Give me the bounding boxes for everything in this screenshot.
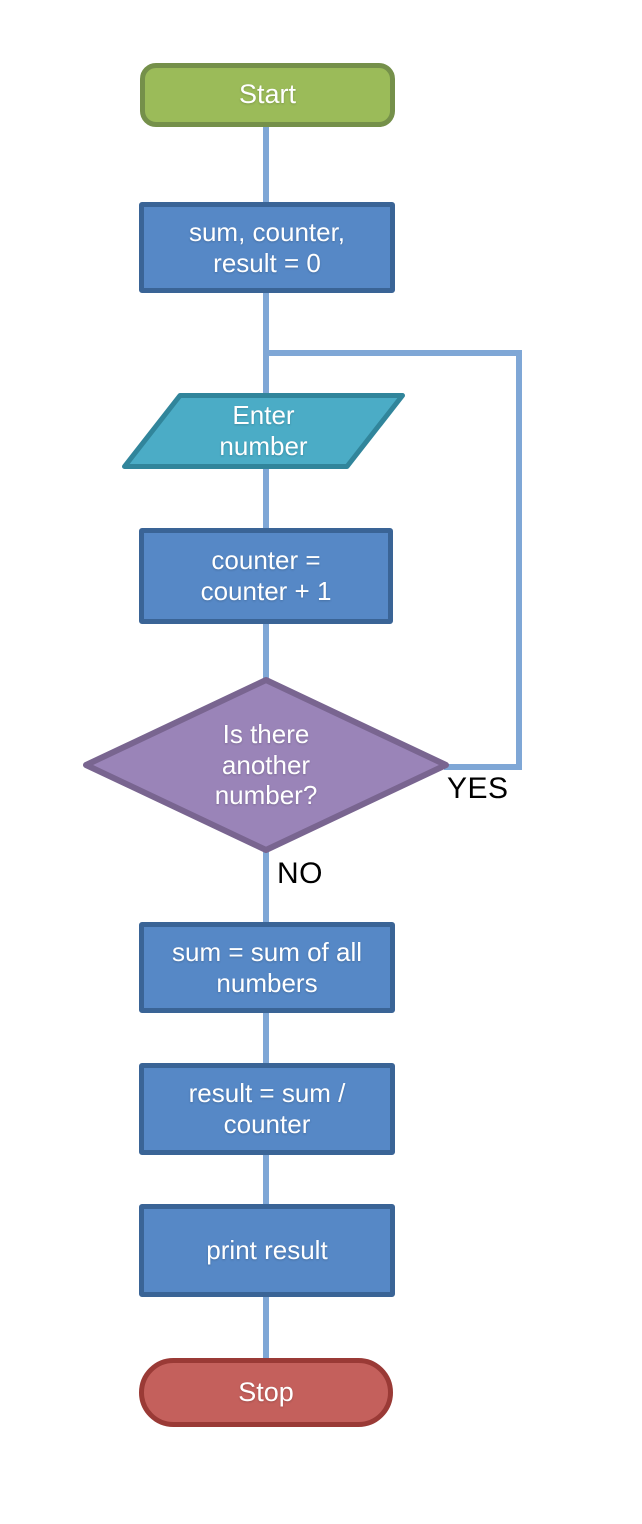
edge-loop-vertical: [516, 350, 522, 770]
node-stop-terminator: Stop: [139, 1358, 393, 1427]
node-enter-number-label: Enter number: [219, 400, 308, 461]
edge-increment-to-decision: [263, 618, 269, 683]
edge-enter-to-increment: [263, 462, 269, 532]
node-sum-all-process: sum = sum of all numbers: [139, 922, 395, 1013]
edge-print-to-stop: [263, 1292, 269, 1362]
edge-label-no: NO: [277, 857, 323, 890]
node-enter-number-parallelogram: Enter number: [122, 393, 405, 469]
edge-loop-horizontal-top: [263, 350, 522, 356]
node-decision-diamond: Is there another number?: [82, 676, 450, 854]
edge-sum-to-result: [263, 1008, 269, 1068]
parallelogram-shape: [122, 393, 405, 469]
edge-start-to-init: [263, 100, 269, 210]
node-print-result-process: print result: [139, 1204, 395, 1297]
edge-yes-horizontal: [444, 764, 522, 770]
node-increment-process: counter = counter + 1: [139, 528, 393, 624]
node-compute-result-label: result = sum / counter: [188, 1078, 346, 1139]
edge-result-to-print: [263, 1150, 269, 1208]
node-init-process: sum, counter, result = 0: [139, 202, 395, 293]
diamond-shape: [83, 677, 449, 853]
node-print-result-label: print result: [206, 1235, 328, 1266]
node-sum-all-label: sum = sum of all numbers: [171, 936, 362, 998]
edge-init-to-enter: [263, 285, 269, 400]
edge-no-decision-to-sum: [263, 848, 269, 926]
node-decision-label: Is there another number?: [214, 718, 318, 811]
edge-label-yes: YES: [447, 772, 509, 805]
node-increment-label: counter = counter + 1: [200, 545, 332, 606]
node-stop-label: Stop: [238, 1376, 294, 1407]
node-start-terminator: Start: [140, 63, 395, 127]
node-start-label: Start: [238, 79, 297, 110]
node-init-label: sum, counter, result = 0: [188, 216, 346, 278]
node-compute-result-process: result = sum / counter: [139, 1063, 395, 1155]
